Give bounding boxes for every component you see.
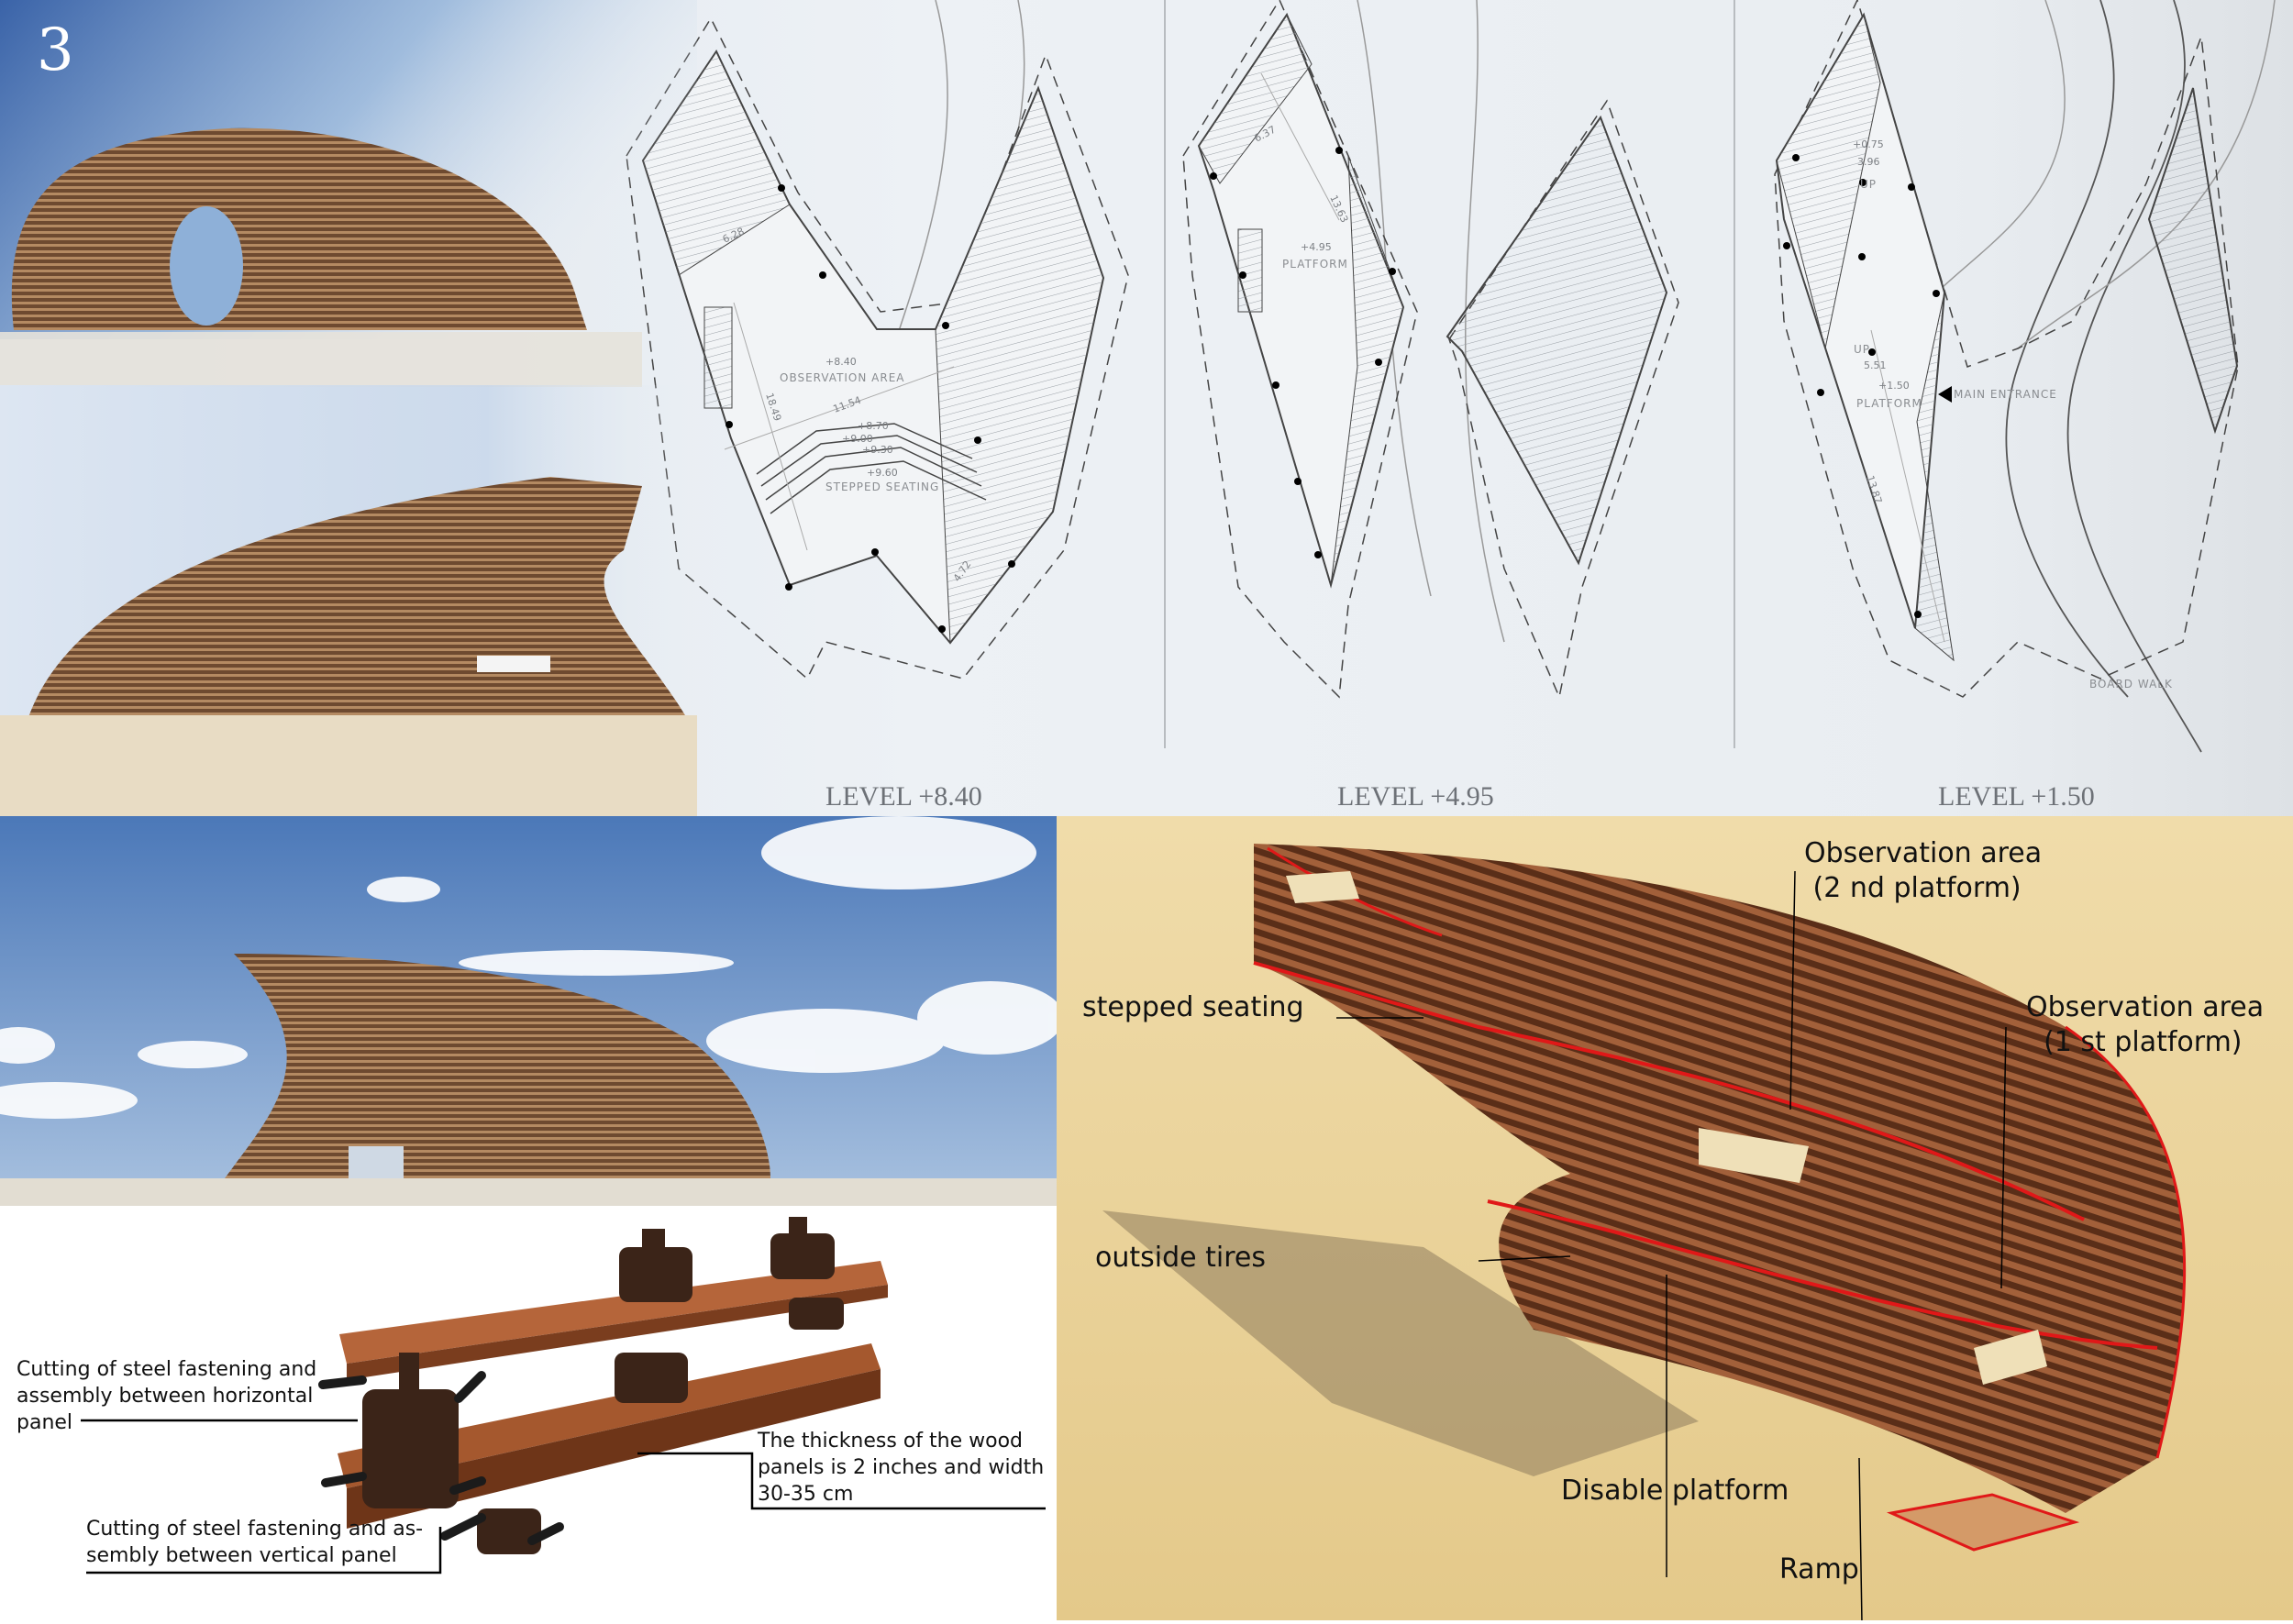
up-label: UP <box>1860 178 1877 191</box>
level-label: LEVEL +1.50 <box>1938 781 2095 812</box>
exterior-render-images <box>0 0 825 816</box>
pavilion-structure <box>1254 844 2185 1513</box>
shadow <box>1102 1210 1699 1476</box>
plan-label-observation-area: OBSERVATION AREA <box>780 371 905 384</box>
perspective-section-render: Observation area (2 nd platform) stepped… <box>1057 816 2293 1624</box>
note-horizontal-fastening: Cutting of steel fastening and assembly … <box>17 1358 317 1434</box>
board-number: 3 <box>37 17 74 84</box>
callout-disable-platform: Disable platform <box>1561 1475 1789 1507</box>
fastening-detail: Cutting of steel fastening and assembly … <box>0 1206 1053 1620</box>
dimension-label: 3.96 <box>1857 156 1880 168</box>
callout-stepped-seating: stepped seating <box>1082 991 1304 1023</box>
plan-label-stepped-seating: STEPPED SEATING <box>825 481 939 493</box>
plan-label-main-entrance: MAIN ENTRANCE <box>1954 388 2057 401</box>
elevation-label: +9.00 <box>842 433 873 445</box>
site-render-photo <box>0 816 1064 1206</box>
elevation-label: +8.70 <box>858 420 889 432</box>
callout-ramp: Ramp <box>1779 1553 1859 1585</box>
up-label: UP <box>1854 343 1870 356</box>
elevation-label: +9.60 <box>867 467 898 479</box>
wood-panel <box>338 1343 881 1488</box>
callout-observation-area-2nd-platform: Observation area (2 nd platform) <box>1804 837 2043 904</box>
elevation-label: +4.95 <box>1301 241 1332 253</box>
plan-level-8-40 <box>626 0 1129 680</box>
pavilion-render-3 <box>225 954 770 1178</box>
dimension-label: 5.51 <box>1864 359 1887 371</box>
entrance-arrow-icon <box>1938 386 1952 403</box>
plan-label-platform: PLATFORM <box>1282 258 1348 271</box>
fastening-detail-drawing <box>81 1217 1046 1574</box>
plan-level-4-95 <box>1182 0 1679 700</box>
elevation-label: +8.40 <box>825 356 857 368</box>
plan-label-board-walk: BOARD WALK <box>2089 678 2173 690</box>
plan-level-1-50 <box>1774 0 2276 753</box>
pavilion-render-1 <box>11 127 587 330</box>
elevation-label: +0.75 <box>1853 138 1884 150</box>
elevation-label: +1.50 <box>1878 380 1910 392</box>
note-wood-thickness: The thickness of the wood panels is 2 in… <box>758 1430 1045 1506</box>
exterior-renders: 3 <box>0 0 825 816</box>
section-cut-line <box>1487 1199 2158 1350</box>
perspective-section-image <box>1057 816 2293 1624</box>
level-label: LEVEL +4.95 <box>1337 781 1494 812</box>
level-label: LEVEL +8.40 <box>825 781 982 812</box>
plan-label-platform: PLATFORM <box>1856 397 1922 410</box>
steel-fastener-icon <box>362 1217 844 1554</box>
section-cut-line <box>1253 961 2085 1221</box>
callout-outside-tires: outside tires <box>1095 1242 1266 1274</box>
callout-observation-area-1st-platform: Observation area (1 st platform) <box>2026 991 2265 1058</box>
ramp-platform <box>1886 1493 2080 1552</box>
note-vertical-fastening: Cutting of steel fastening and as- sembl… <box>86 1518 424 1567</box>
site-render-image <box>0 816 1064 1206</box>
elevation-label: +9.30 <box>862 444 893 456</box>
